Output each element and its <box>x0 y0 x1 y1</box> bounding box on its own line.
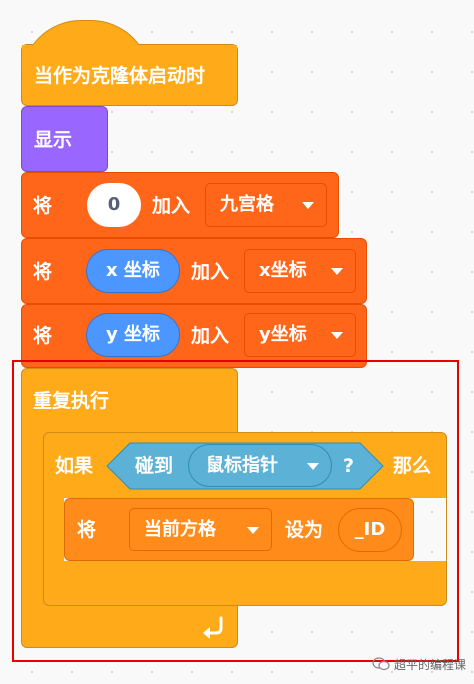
wechat-icon <box>372 657 390 671</box>
if-block-then-label: 那么 <box>393 455 432 477</box>
hat-cap-seam <box>22 45 237 75</box>
touching-label: 碰到 <box>135 455 174 477</box>
y-position-reporter[interactable]: y 坐标 <box>86 313 180 357</box>
list-dropdown-3[interactable]: y坐标 <box>244 313 356 357</box>
add-block-2-verb: 将 <box>33 261 53 283</box>
add-block-3-add-label: 加入 <box>191 325 230 347</box>
watermark: 超平的编程课 <box>372 655 466 673</box>
show-block-label: 显示 <box>34 129 73 151</box>
show-block[interactable] <box>21 106 108 172</box>
chevron-down-icon <box>302 202 314 209</box>
number-input-value[interactable]: 0 <box>87 183 141 227</box>
chevron-down-icon <box>247 526 259 534</box>
list-dropdown-2-label: x坐标 <box>259 260 307 281</box>
set-variable-to-label: 设为 <box>285 519 324 541</box>
loop-arrow-icon <box>203 616 223 639</box>
highlight-frame <box>12 360 459 662</box>
list-dropdown-1[interactable]: 九宫格 <box>205 183 327 227</box>
list-dropdown-3-label: y坐标 <box>259 324 307 345</box>
x-position-reporter[interactable]: x 坐标 <box>86 249 180 293</box>
watermark-text: 超平的编程课 <box>394 657 467 672</box>
touching-target-dropdown[interactable]: 鼠标指针 <box>188 444 332 487</box>
variable-dropdown-label: 当前方格 <box>144 518 216 540</box>
add-block-1-add-label: 加入 <box>152 195 191 217</box>
hat-block-label: 当作为克隆体启动时 <box>34 65 206 87</box>
variable-dropdown[interactable]: 当前方格 <box>129 508 272 551</box>
touching-question-mark: ? <box>343 455 355 477</box>
forever-block-label: 重复执行 <box>33 390 110 412</box>
if-block-label: 如果 <box>55 455 94 477</box>
chevron-down-icon <box>331 332 343 339</box>
add-block-1-verb: 将 <box>33 195 53 217</box>
touching-target-label: 鼠标指针 <box>206 454 278 476</box>
add-block-3-verb: 将 <box>33 325 53 347</box>
set-variable-verb: 将 <box>77 519 97 541</box>
chevron-down-icon <box>331 268 343 275</box>
list-dropdown-1-label: 九宫格 <box>220 194 274 215</box>
list-dropdown-2[interactable]: x坐标 <box>244 249 356 293</box>
chevron-down-icon <box>307 462 319 470</box>
add-block-2-add-label: 加入 <box>191 261 230 283</box>
id-variable-reporter[interactable]: _ID <box>338 508 402 552</box>
